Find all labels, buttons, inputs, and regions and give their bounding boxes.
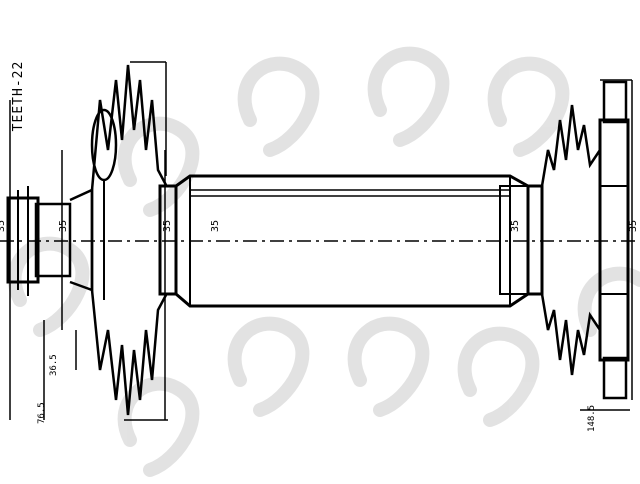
dim-left-overall-length: 76.5 (37, 402, 47, 424)
dim-right-joint-length: 148.5 (587, 405, 597, 432)
dim-left-joint-inner: 35 (58, 220, 69, 232)
dim-left-joint-outer: 35 (162, 220, 173, 232)
watermark-logo-7 (487, 56, 570, 157)
main-shaft (175, 174, 529, 308)
part-label: TEETH-22 (11, 61, 26, 132)
watermark-logo-2 (117, 376, 200, 477)
dim-left-joint-length: 36.5 (49, 354, 59, 376)
left-joint-boot (69, 64, 178, 416)
watermark-logo-10 (577, 266, 640, 337)
left-spline-end (6, 186, 72, 296)
watermark-logo-8 (457, 326, 540, 427)
right-joint-boot (526, 80, 630, 400)
watermark-logo-6 (347, 316, 430, 417)
watermark-layer (7, 46, 640, 477)
dimension-lines (9, 61, 633, 421)
watermark-logo-4 (227, 316, 310, 417)
dim-right-end: 35 (628, 220, 639, 232)
dim-shaft: 35 (210, 220, 221, 232)
dim-left-spline: 35 (0, 220, 7, 232)
watermark-logo-1 (7, 236, 90, 337)
watermark-logo-5 (367, 46, 450, 147)
watermark-logo-3 (237, 56, 320, 157)
dim-right-joint: 35 (510, 220, 521, 232)
